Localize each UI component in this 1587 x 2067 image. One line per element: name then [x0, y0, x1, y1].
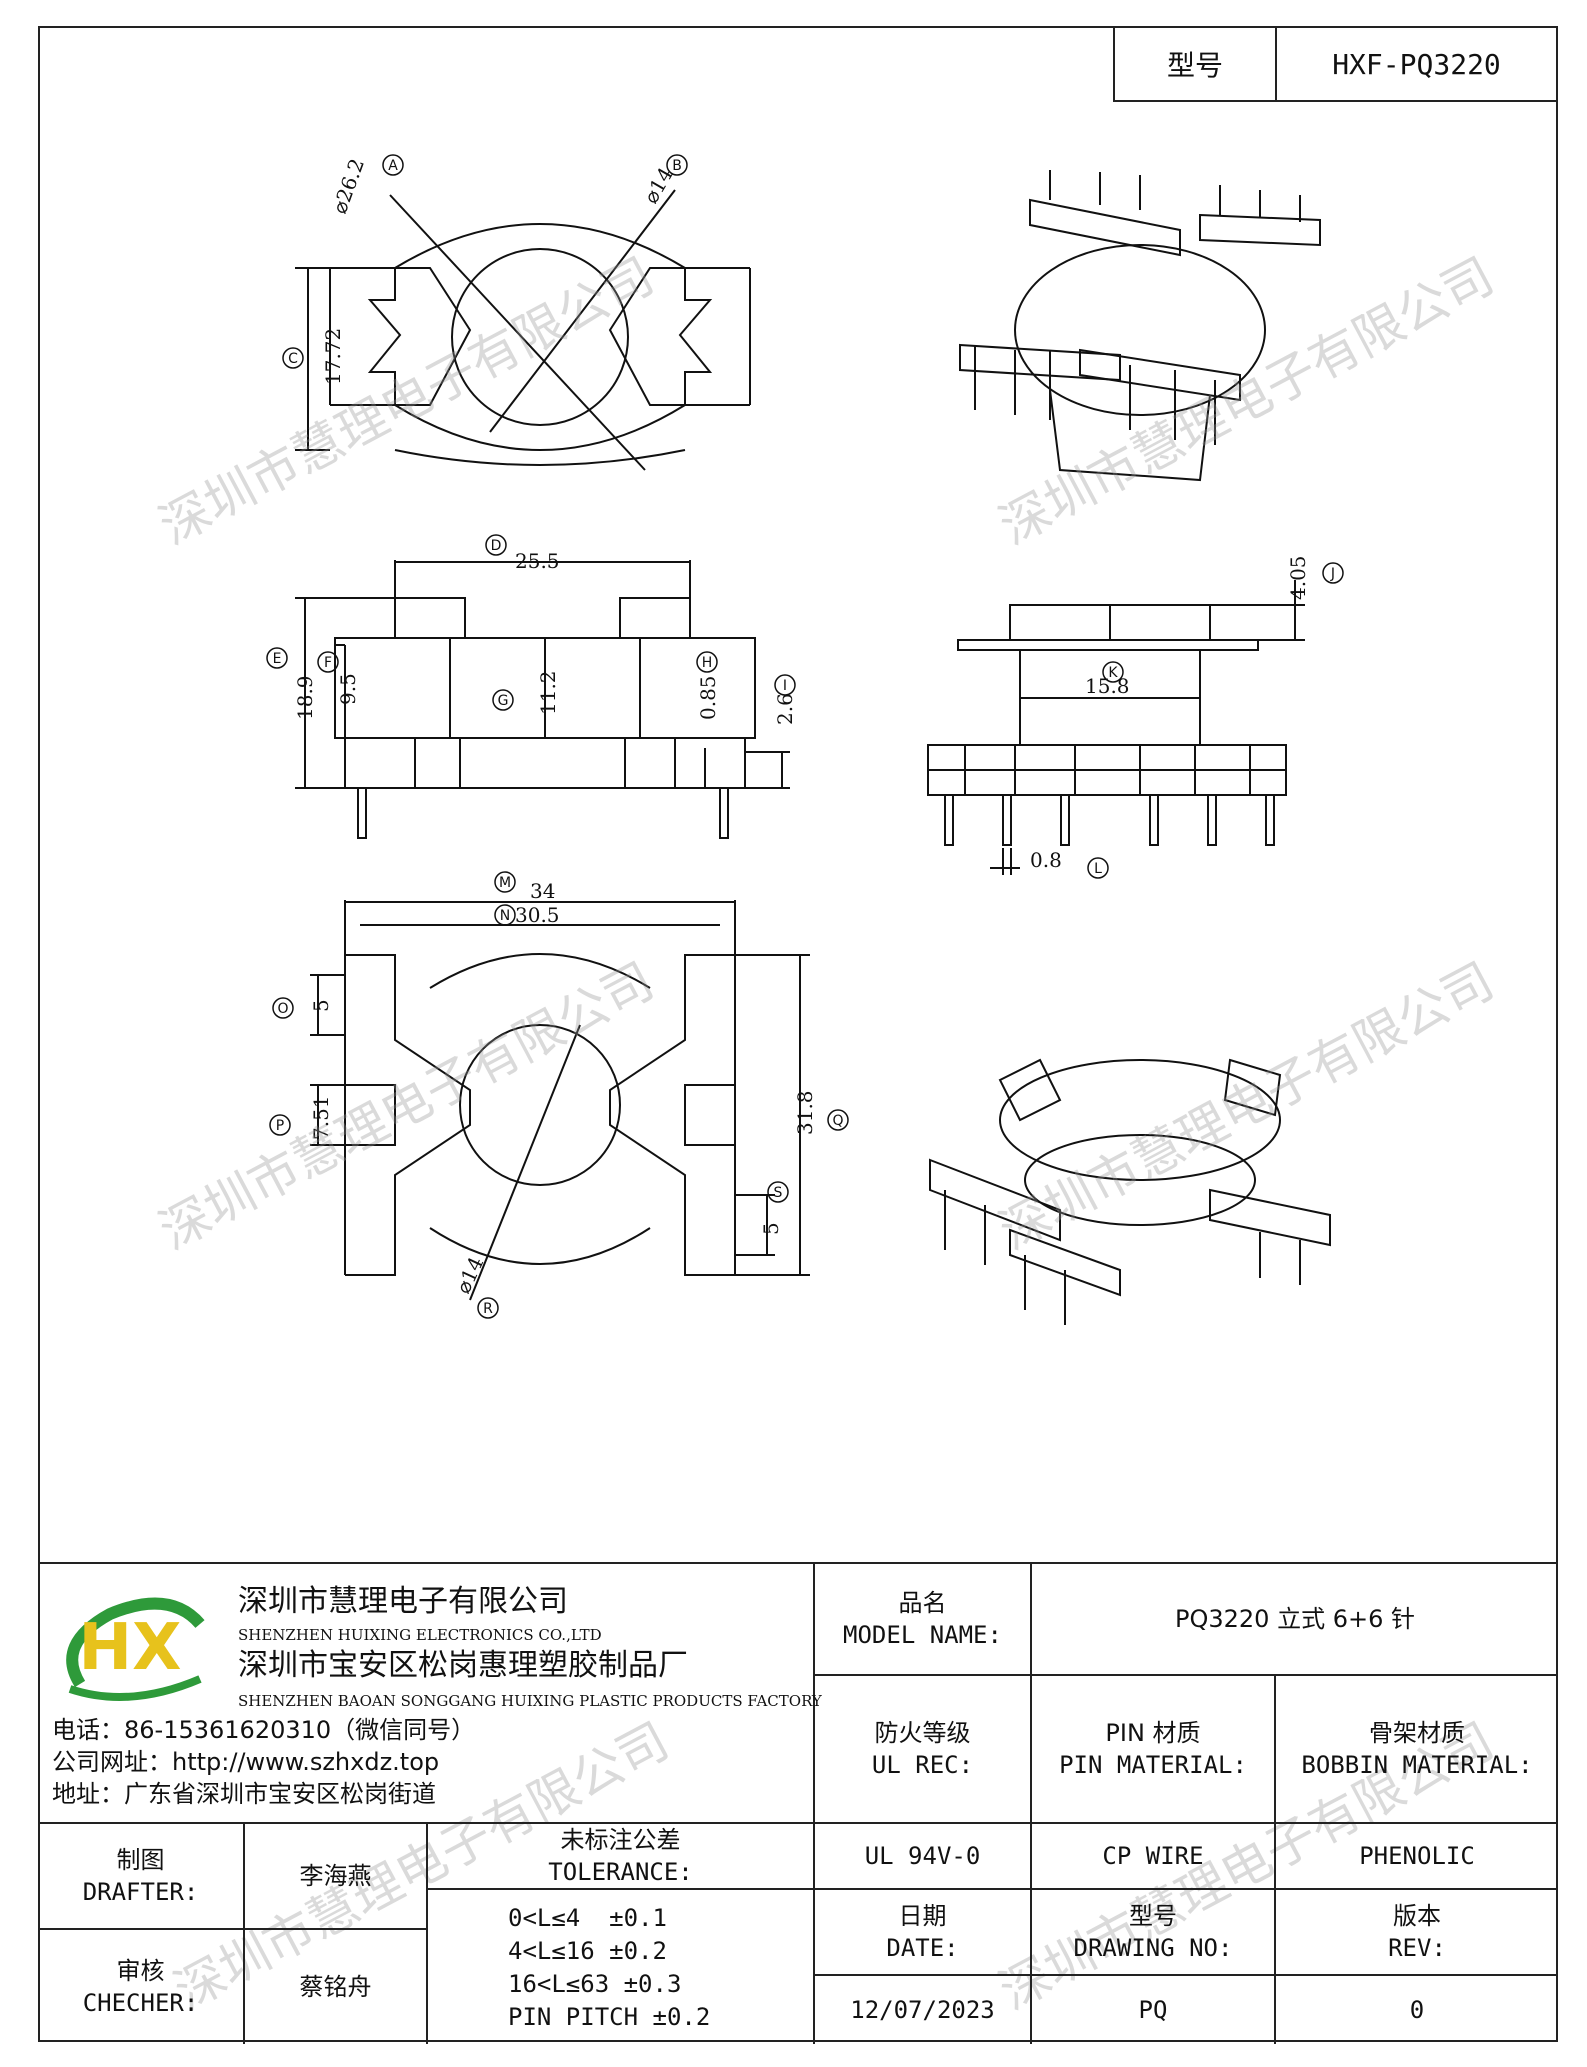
company-name-cn: 深圳市慧理电子有限公司 — [238, 1584, 568, 1619]
letter-K: K — [1108, 665, 1118, 681]
letter-P: P — [276, 1118, 284, 1134]
dim-A: ⌀26.2 — [327, 155, 369, 216]
bobbin-material-label: 骨架材质 BOBBIN MATERIAL: — [1301, 1719, 1533, 1779]
dim-E: 18.9 — [293, 675, 317, 720]
rev-value: 0 — [1409, 1996, 1425, 2024]
checker-value: 蔡铭舟 — [299, 1973, 372, 2001]
drafter-label: 制图 DRAFTER: — [82, 1846, 199, 1906]
letter-E: E — [273, 651, 282, 667]
date-value: 12/07/2023 — [850, 1996, 995, 2024]
dim-L: 0.8 — [1030, 848, 1062, 872]
factory-name-cn: 深圳市宝安区松岗惠理塑胶制品厂 — [238, 1648, 688, 1683]
dim-F: 9.5 — [336, 673, 360, 705]
dim-Q: 31.8 — [793, 1090, 817, 1135]
dim-N: 30.5 — [515, 903, 560, 927]
company-website: 公司网址：http://www.szhxdz.top — [52, 1748, 440, 1776]
model-type-box: 型号 HXF-PQ3220 — [1113, 26, 1558, 102]
dim-S: 5 — [759, 1222, 783, 1235]
pin-material-label: PIN 材质 PIN MATERIAL: — [1059, 1719, 1247, 1779]
drawing-no-label: 型号 DRAWING NO: — [1073, 1902, 1233, 1962]
bottom-view — [310, 900, 810, 1301]
side-view — [927, 580, 1305, 875]
letter-O: O — [277, 1001, 288, 1017]
isometric-view-bottom — [929, 1058, 1331, 1325]
factory-name-en: SHENZHEN BAOAN SONGGANG HUIXING PLASTIC … — [238, 1692, 822, 1710]
letter-R: R — [483, 1301, 493, 1317]
technical-drawing: ⌀26.2 ⌀14 17.72 25.5 18.9 9.5 11.2 0.85 … — [266, 154, 1344, 1325]
top-view — [295, 189, 751, 471]
isometric-view-top — [959, 170, 1321, 482]
model-name-label: 品名 MODEL NAME: — [843, 1589, 1002, 1649]
drafter-value: 李海燕 — [299, 1862, 372, 1890]
dim-I: 2.6 — [773, 693, 797, 725]
ul-rec-label: 防火等级 UL REC: — [871, 1719, 974, 1779]
company-name-en: SHENZHEN HUIXING ELECTRONICS CO.,LTD — [238, 1626, 602, 1644]
dim-J: 4.05 — [1286, 555, 1310, 600]
letter-S: S — [774, 1185, 783, 1201]
bobbin-material-value: PHENOLIC — [1359, 1842, 1475, 1870]
drawing-frame — [38, 26, 1558, 2042]
letter-L: L — [1094, 861, 1102, 877]
drawing-no-value: PQ — [1138, 1996, 1168, 2024]
letter-B: B — [672, 158, 682, 174]
dim-G: 11.2 — [536, 670, 560, 715]
date-label: 日期 DATE: — [886, 1902, 959, 1962]
company-phone: 电话：86-15361620310（微信同号） — [52, 1716, 476, 1744]
letter-C: C — [288, 351, 298, 367]
logo-swoosh-icon — [66, 1597, 205, 1688]
tolerance-values: 0<L≤4 ±0.1 4<L≤16 ±0.2 16<L≤63 ±0.3 PIN … — [508, 1904, 711, 2031]
pin-material-value: CP WIRE — [1102, 1842, 1204, 1870]
letter-D: D — [491, 538, 502, 554]
rev-label: 版本 REV: — [1388, 1902, 1446, 1962]
dim-D: 25.5 — [515, 549, 560, 573]
ul-rec-value: UL 94V-0 — [864, 1842, 981, 1870]
letter-J: J — [1330, 566, 1335, 582]
dimension-labels: ⌀26.2 ⌀14 17.72 25.5 18.9 9.5 11.2 0.85 … — [293, 155, 1310, 1297]
letter-G: G — [498, 693, 509, 709]
letter-Q: Q — [832, 1113, 843, 1129]
dim-H: 0.85 — [696, 675, 720, 720]
dim-C: 17.72 — [321, 328, 345, 385]
letter-A: A — [388, 158, 398, 174]
company-logo: HX — [66, 1597, 205, 1701]
model-name-value: PQ3220 立式 6+6 针 — [1175, 1605, 1415, 1633]
letter-M: M — [499, 875, 511, 891]
letter-H: H — [702, 655, 713, 671]
letter-N: N — [500, 908, 510, 924]
letter-F: F — [324, 655, 332, 671]
dim-P: 7.51 — [309, 1095, 333, 1140]
dim-R: ⌀14 — [451, 1253, 489, 1297]
reference-letters: A B C D E F G H I J K L M N O P Q R S — [266, 154, 1344, 1319]
logo-text: HX — [79, 1611, 182, 1685]
checker-label: 审核 CHECHER: — [82, 1957, 199, 2017]
type-label: 型号 — [1115, 28, 1277, 100]
company-address: 地址：广东省深圳市宝安区松岗街道 — [52, 1780, 436, 1808]
dim-O: 5 — [309, 999, 333, 1012]
dim-K: 15.8 — [1085, 674, 1130, 698]
type-value: HXF-PQ3220 — [1332, 47, 1501, 81]
title-block: HX 深圳市慧理电子有限公司 SHENZHEN HUIXING ELECTRON… — [38, 1562, 1558, 2044]
dim-M: 34 — [530, 879, 555, 903]
letter-I: I — [783, 678, 787, 694]
tolerance-label: 未标注公差 TOLERANCE: — [548, 1826, 693, 1886]
front-view — [295, 560, 790, 839]
